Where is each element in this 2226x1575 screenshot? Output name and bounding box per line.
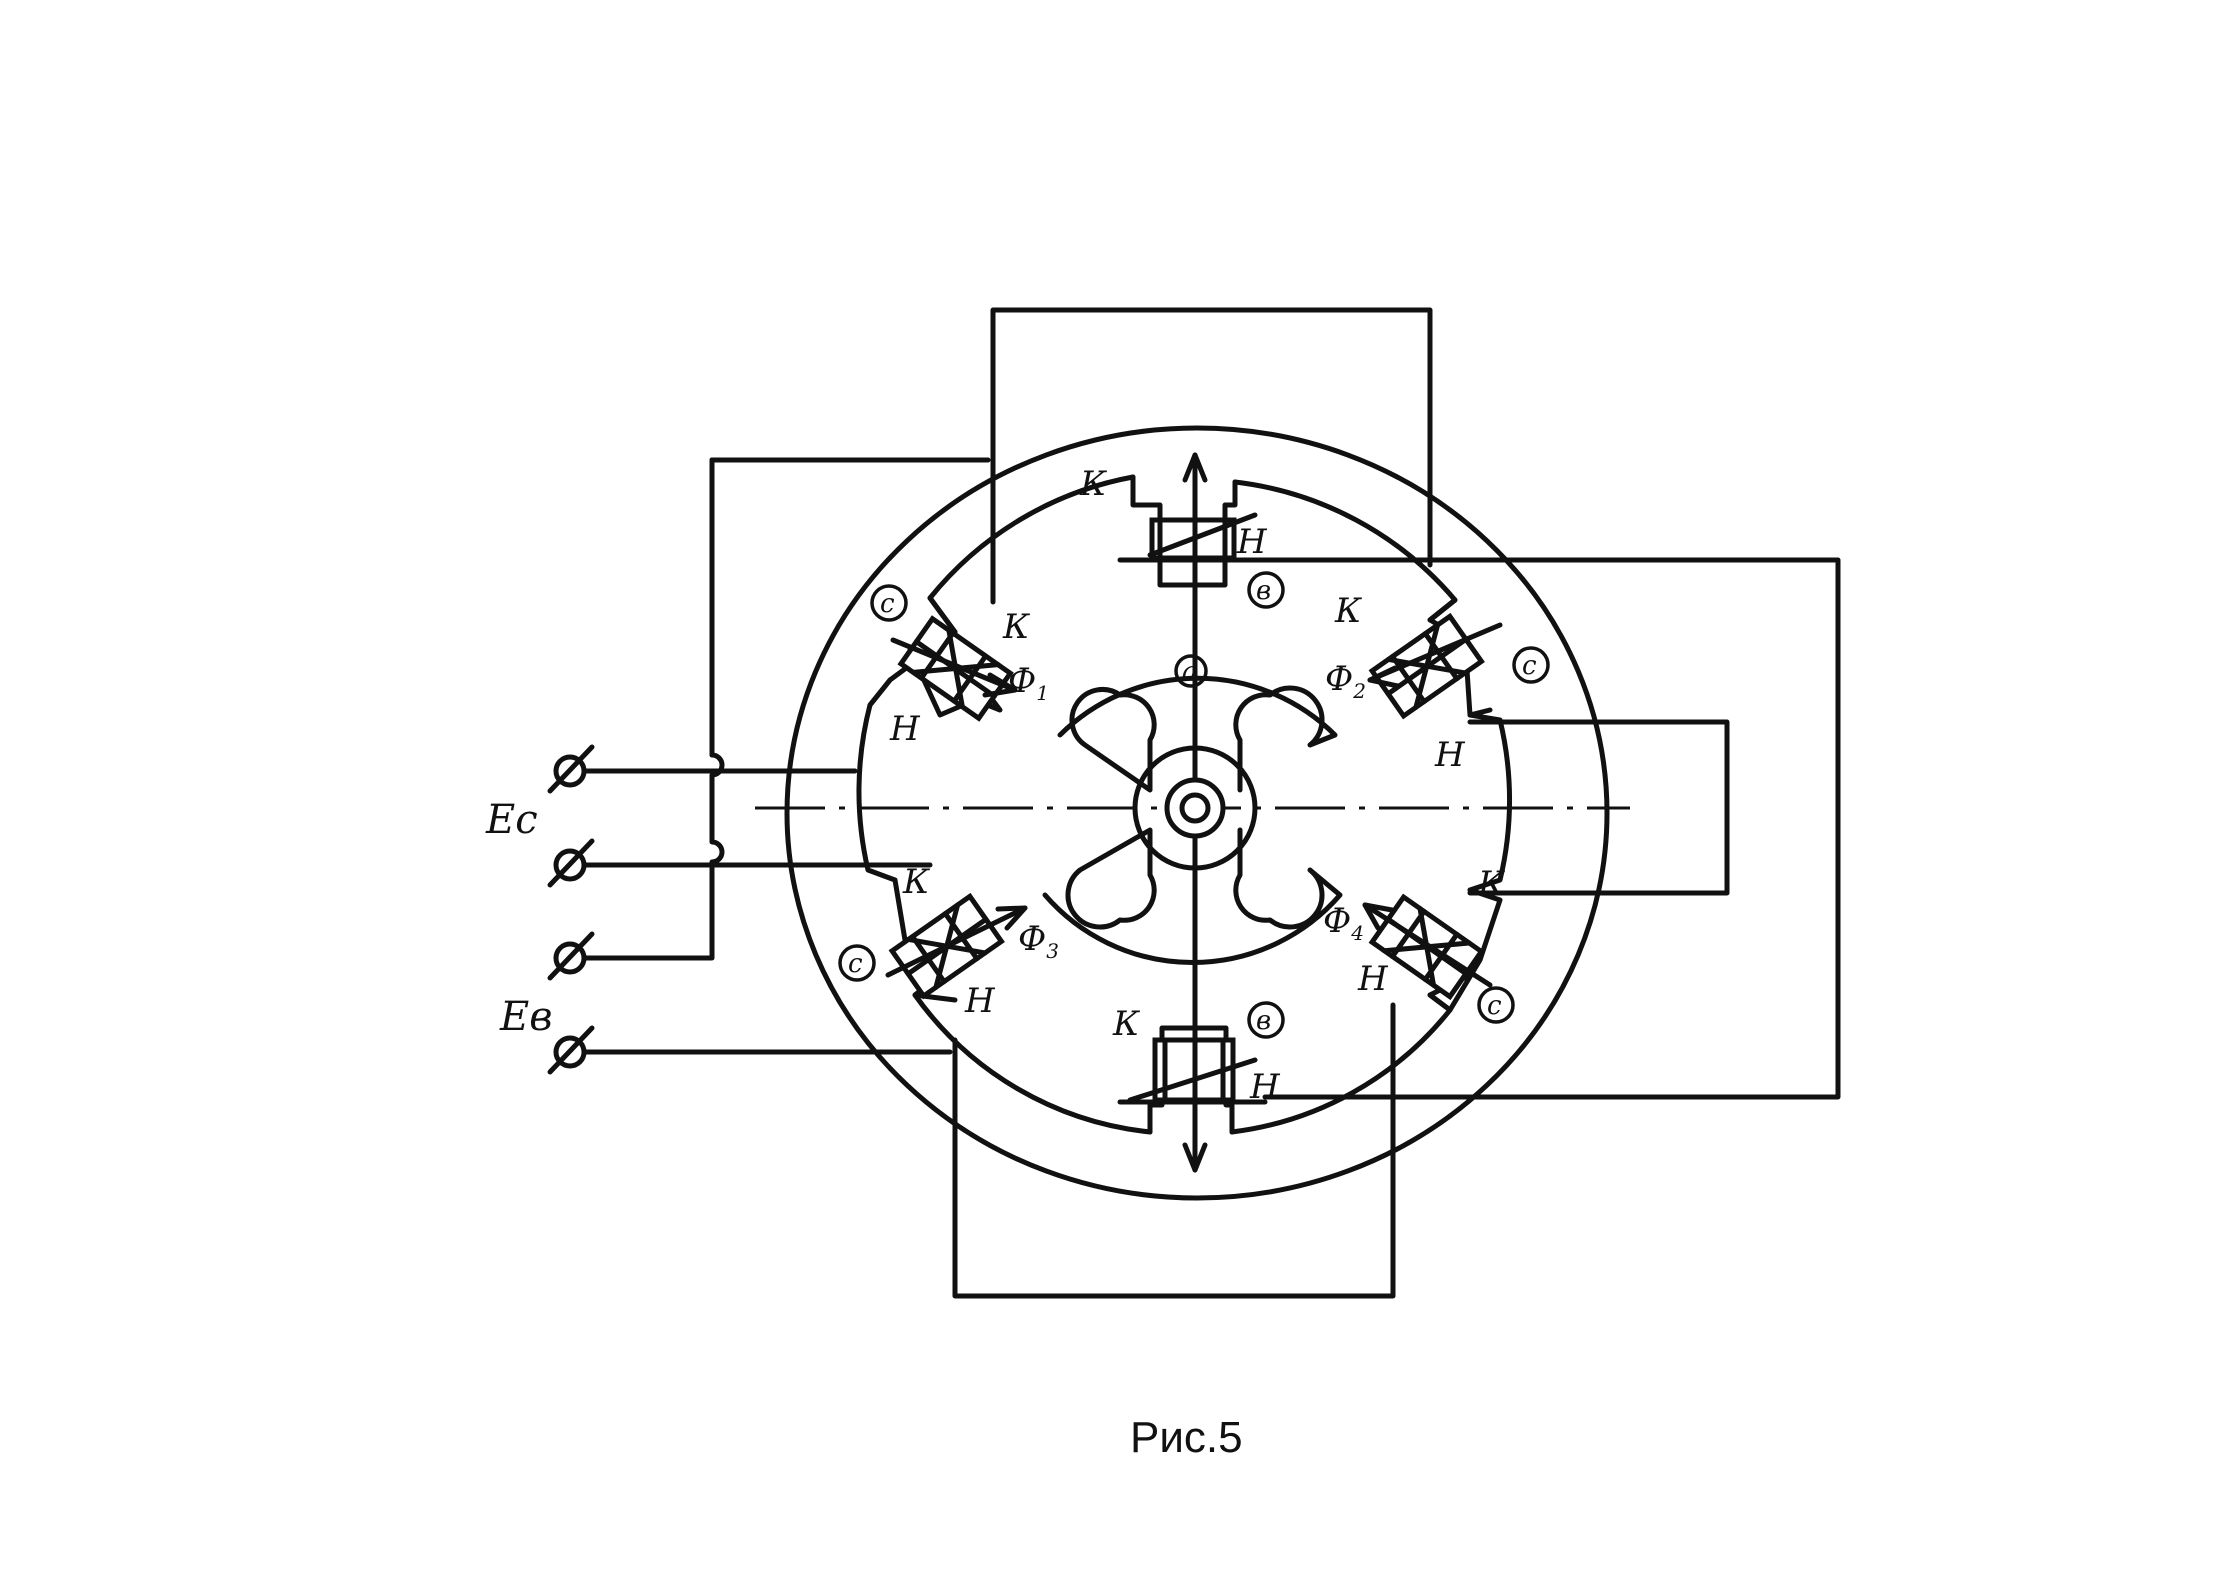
rotor-lower-segment [1042,827,1343,965]
stator-outer-ring [784,425,1610,1201]
wire-right-outer-loop [1237,557,1841,1100]
flux-label-1: Ф1 [1008,661,1049,705]
rotor-shaft [1179,792,1211,824]
pole-bottom-label-circle [1247,1001,1285,1039]
coil-ul-start-label: К [1002,607,1031,647]
figure-caption: Рис.5 [1130,1413,1243,1462]
coil-top-start-label: К [1079,464,1108,504]
external-wiring [570,307,1841,1299]
rotor [1042,675,1343,965]
terminal-slash [547,931,595,981]
flux-arrow-1-head-icon [982,672,1018,698]
flux-letter: Ф [1323,901,1351,941]
terminal-slash [547,838,595,888]
coil-ur-start-label: К [1334,591,1363,631]
pole-lower-right-label-circle [1477,986,1515,1024]
pole-lower-left-label-circle [838,944,876,982]
coil-upper-right-winding [1385,622,1469,710]
pole-upper-left-label-circle [870,584,908,622]
pole-upper-right-label: c [1522,651,1537,681]
terminal-eb-1[interactable] [547,931,595,981]
coil-bottom-start-label: К [1112,1004,1141,1044]
rotor-upper-segment [1057,675,1338,793]
flux-arrow-3 [885,905,1028,978]
terminal-slash [547,1025,595,1075]
pole-lower-right [1427,887,1503,1013]
wire-bottom-loop [952,1002,1396,1299]
coil-top-winding [1147,512,1258,561]
wire-top-loop [990,307,1433,605]
flux-arrow-3-head-icon [995,905,1028,931]
flux-subscript: 3 [1046,939,1059,963]
rotor-label: a [1182,657,1198,687]
rotor-shaft-ring [1164,777,1226,839]
flux-subscript: 2 [1352,679,1366,703]
pole-upper-left-label: c [880,589,895,619]
flux-subscript: 1 [1036,681,1049,705]
terminals: Ec Eв [485,744,595,1075]
coil-ur-end-label: Н [1434,735,1466,775]
coil-end-labels: К Н К Н К Н К Н К Н К Н [889,464,1506,1107]
flux-arrow-2-head-icon [1367,665,1401,689]
flux-label-3: Ф3 [1018,919,1059,963]
flux-letter: Ф [1018,919,1046,959]
pole-upper-right-label-circle [1512,646,1550,684]
coil-ll-end-label: Н [964,981,996,1021]
pole-lower-right-label: c [1487,991,1502,1021]
flux-label-2: Ф2 [1325,659,1366,703]
rotor-label-circle [1174,654,1208,688]
rotor-hub [1132,745,1258,871]
pole-top-label: в [1256,576,1271,606]
flux-arrow-4 [1362,902,1493,988]
eb-label: Eв [499,994,552,1040]
coil-ul-end-label: Н [889,709,921,749]
coil-top-end-label: Н [1236,522,1268,562]
coil-upper-right [1368,612,1485,720]
circled-labels: a в в c c c c [838,571,1550,1039]
ec-label: Ec [485,797,538,843]
coil-lr-end-label: Н [1357,959,1389,999]
coil-lr-start-label: К [1477,864,1506,904]
coil-ll-start-label: К [902,862,931,902]
terminal-ec-1[interactable] [547,744,595,794]
coil-bottom-end-label: Н [1249,1067,1281,1107]
flux-arrow-1 [890,637,1018,693]
flux-subscript: 4 [1350,921,1364,945]
pole-top-label-circle [1247,571,1285,609]
wire-right-inner-loop [1467,719,1730,896]
terminal-eb-2[interactable] [547,1025,595,1075]
terminal-ec-2[interactable] [547,838,595,888]
flux-arrow-up-icon [1182,452,1208,483]
flux-labels: Ф1 Ф2 Ф3 Ф4 [1008,659,1366,963]
wire-left-bus-lower [572,752,725,961]
flux-label-4: Ф4 [1323,901,1364,945]
flux-letter: Ф [1325,659,1353,699]
pole-bottom-label: в [1256,1006,1271,1036]
flux-arrow-4-head-icon [1362,902,1395,931]
terminal-slash [547,744,595,794]
flux-letter: Ф [1008,661,1036,701]
pole-lower-left-label: c [848,949,863,979]
flux-arrow-down-icon [1182,1142,1208,1173]
